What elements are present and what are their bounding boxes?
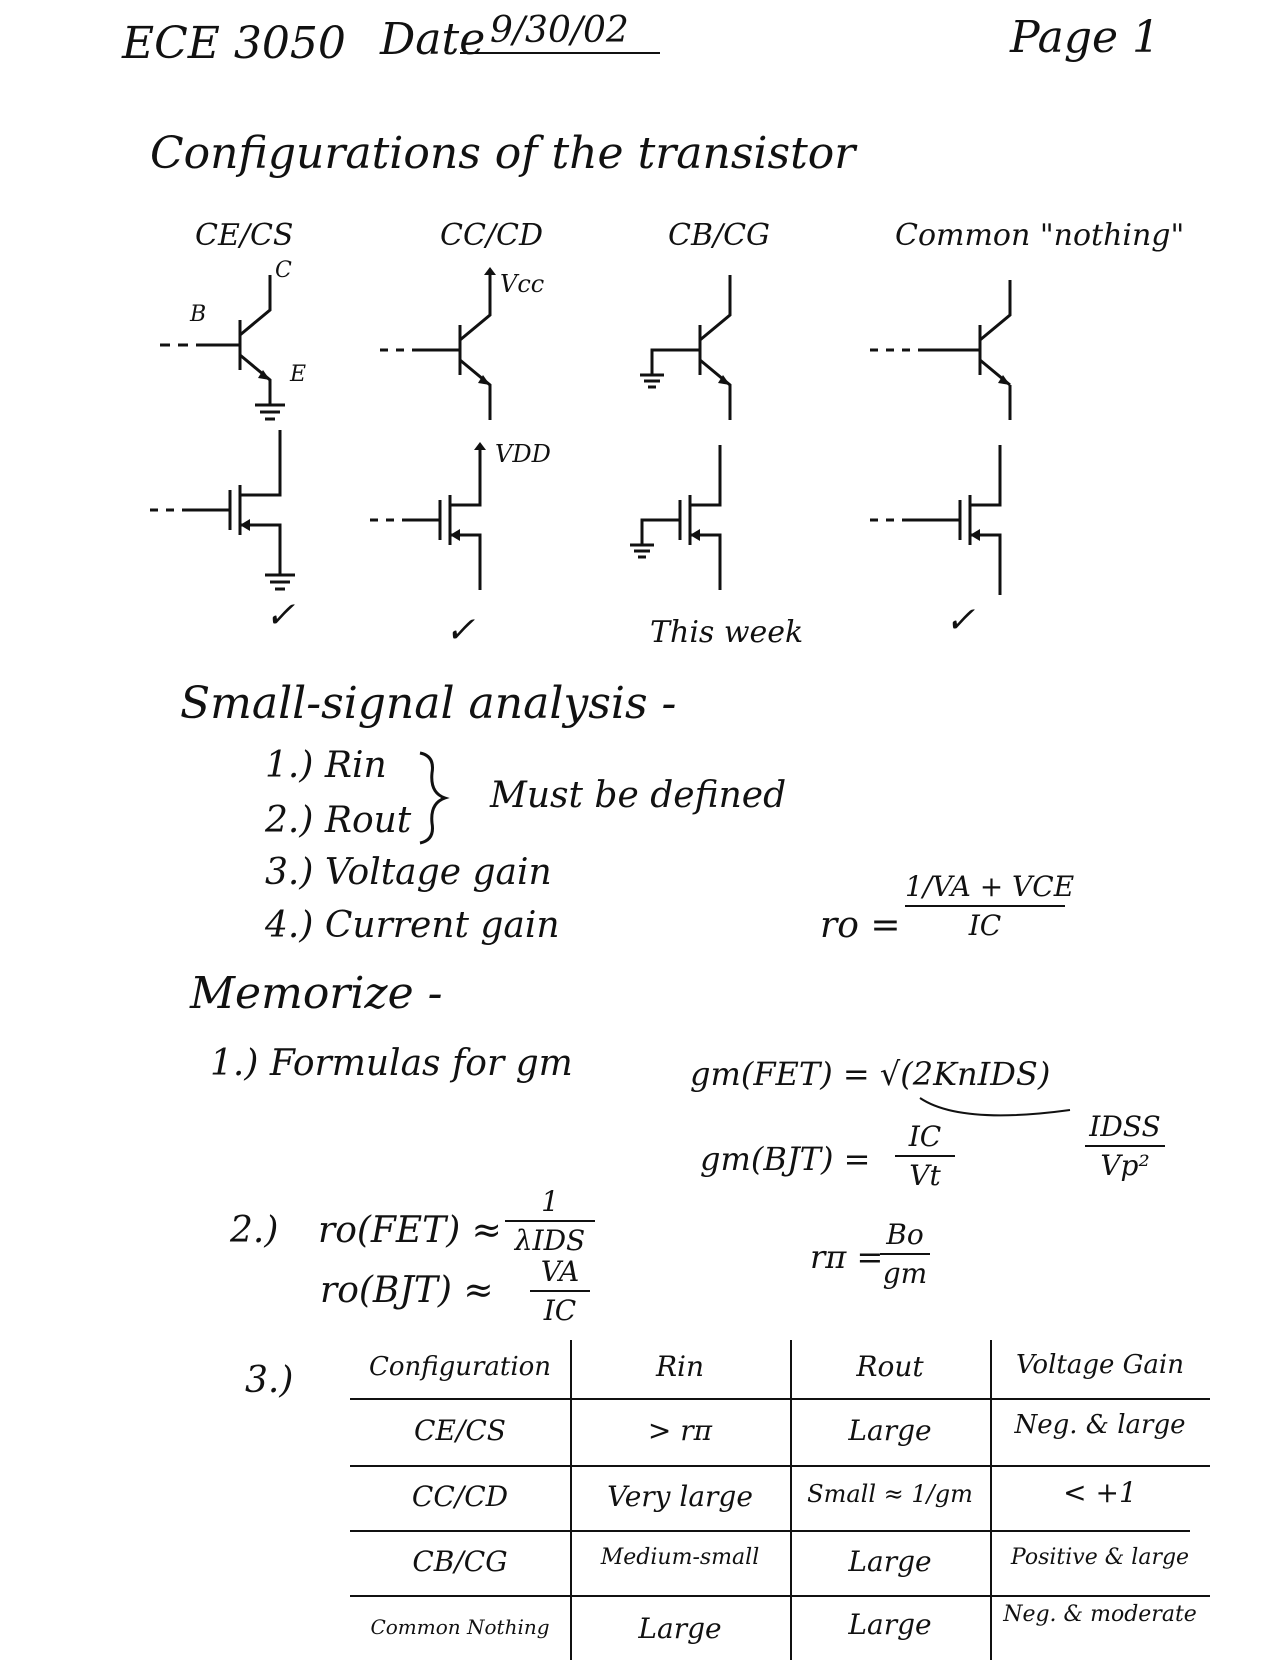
- config-note-common-nothing: ✓: [945, 600, 976, 641]
- config-label-cb-cg: CB/CG: [668, 218, 771, 253]
- idss-num: IDSS: [1089, 1110, 1161, 1143]
- date-underline: [460, 52, 660, 54]
- gm-bjt-num: IC: [908, 1120, 942, 1153]
- ro-formula-lhs: ro =: [820, 905, 901, 946]
- ro-bjt-den: IC: [543, 1294, 577, 1327]
- table-hline-1: [350, 1398, 1210, 1400]
- bjt-cc-schematic: [380, 267, 496, 420]
- ro-formula-fraction: 1/VA + VCE IC: [905, 870, 1075, 942]
- ro-formula-num: 1/VA + VCE: [905, 870, 1075, 903]
- bjt-common-nothing-schematic: [870, 280, 1012, 420]
- memorize-heading: Memorize -: [190, 968, 443, 1019]
- config-note-cb-cg: This week: [650, 615, 804, 650]
- rpi-fraction: Bo gm: [880, 1218, 930, 1290]
- small-signal-item-1: 1.) Rin: [265, 745, 387, 786]
- fet-common-nothing-schematic: [870, 445, 1002, 595]
- table-row-3-rout: Large: [848, 1545, 932, 1578]
- table-row-4-rin: Large: [638, 1612, 722, 1645]
- fet-cd-schematic: [370, 442, 486, 590]
- gm-bjt-fraction: IC Vt: [895, 1120, 955, 1192]
- table-row-4-config: Common Nothing: [370, 1615, 550, 1639]
- ro-bjt-lhs: ro(BJT) ≈: [320, 1270, 494, 1311]
- brace: [419, 751, 450, 845]
- date-value: 9/30/02: [490, 10, 629, 51]
- fet-cg-schematic: [630, 445, 722, 590]
- table-row-4-gain: Neg. & moderate: [1003, 1602, 1197, 1627]
- pin-label-c: C: [275, 258, 292, 283]
- table-row-1-gain: Neg. & large: [1014, 1410, 1186, 1440]
- rpi-lhs: rπ =: [810, 1238, 884, 1276]
- ro-bjt-num: VA: [540, 1255, 580, 1288]
- ro-formula-den: IC: [968, 909, 1002, 942]
- config-label-ce-cs: CE/CS: [195, 218, 294, 253]
- table-row-1-config: CE/CS: [414, 1414, 506, 1447]
- table-header-rin: Rin: [655, 1350, 705, 1383]
- config-note-cc-cd: ✓: [445, 610, 476, 651]
- table-row-1-rin: > rπ: [647, 1414, 713, 1447]
- table-vline-1: [570, 1340, 572, 1660]
- table-row-1-rout: Large: [848, 1414, 932, 1447]
- table-row-2-config: CC/CD: [411, 1480, 509, 1513]
- table-header-rout: Rout: [856, 1350, 924, 1383]
- table-row-4-rout: Large: [848, 1608, 932, 1641]
- course-code: ECE 3050: [122, 18, 346, 69]
- small-signal-item-2: 2.) Rout: [265, 800, 412, 841]
- table-hline-4: [350, 1595, 1210, 1597]
- gm-bjt-den: Vt: [909, 1159, 941, 1192]
- table-header-configuration: Configuration: [368, 1352, 552, 1382]
- config-note-ce-cs: ✓: [265, 595, 296, 636]
- config-label-common-nothing: Common "nothing": [895, 218, 1185, 253]
- config-label-cc-cd: CC/CD: [440, 218, 544, 253]
- memorize-item-3-label: 3.): [245, 1360, 294, 1401]
- memorize-item-2-label: 2.): [230, 1210, 279, 1251]
- gm-fet-formula: gm(FET) = √(2KnIDS): [690, 1055, 1051, 1093]
- ro-fet-fraction: 1 λIDS: [505, 1185, 595, 1257]
- pin-label-vcc: Vcc: [500, 270, 545, 298]
- date-label: Date: [380, 14, 486, 65]
- ro-fet-den: λIDS: [514, 1224, 586, 1257]
- table-row-3-rin: Medium-small: [600, 1545, 760, 1570]
- table-row-2-rout: Small ≈ 1/gm: [807, 1480, 973, 1508]
- table-header-voltage-gain: Voltage Gain: [1016, 1350, 1184, 1380]
- page-number: Page 1: [1010, 12, 1161, 63]
- page-title: Configurations of the transistor: [150, 128, 856, 179]
- rpi-num: Bo: [886, 1218, 924, 1251]
- small-signal-item-3: 3.) Voltage gain: [265, 852, 552, 893]
- memorize-item-1: 1.) Formulas for gm: [210, 1043, 573, 1084]
- idss-fraction: IDSS Vp²: [1085, 1110, 1165, 1182]
- small-signal-item-4: 4.) Current gain: [265, 905, 560, 946]
- idss-connector: [919, 1097, 1071, 1117]
- fet-cs-schematic: [150, 430, 295, 591]
- bjt-ce-schematic: [160, 275, 285, 421]
- small-signal-heading: Small-signal analysis -: [180, 678, 677, 729]
- ro-bjt-fraction: VA IC: [530, 1255, 590, 1327]
- ro-fet-lhs: ro(FET) ≈: [318, 1210, 502, 1251]
- table-vline-3: [990, 1340, 992, 1660]
- table-row-3-gain: Positive & large: [1010, 1545, 1190, 1570]
- summary-table: Configuration Rin Rout Voltage Gain CE/C…: [350, 1340, 1210, 1670]
- brace-note: Must be defined: [490, 775, 787, 816]
- ro-fet-num: 1: [541, 1185, 559, 1218]
- rpi-den: gm: [882, 1257, 928, 1290]
- table-row-2-rin: Very large: [607, 1480, 753, 1513]
- pin-label-e: E: [290, 362, 307, 387]
- table-vline-2: [790, 1340, 792, 1660]
- pin-label-vdd: VDD: [495, 440, 551, 468]
- table-row-3-config: CB/CG: [412, 1545, 508, 1578]
- table-hline-2: [350, 1465, 1210, 1467]
- gm-bjt-lhs: gm(BJT) =: [700, 1140, 871, 1178]
- table-hline-3: [350, 1530, 1190, 1532]
- bjt-cb-schematic: [640, 275, 732, 420]
- table-row-2-gain: < +1: [1063, 1476, 1137, 1509]
- pin-label-b: B: [190, 302, 207, 327]
- idss-den: Vp²: [1100, 1149, 1150, 1182]
